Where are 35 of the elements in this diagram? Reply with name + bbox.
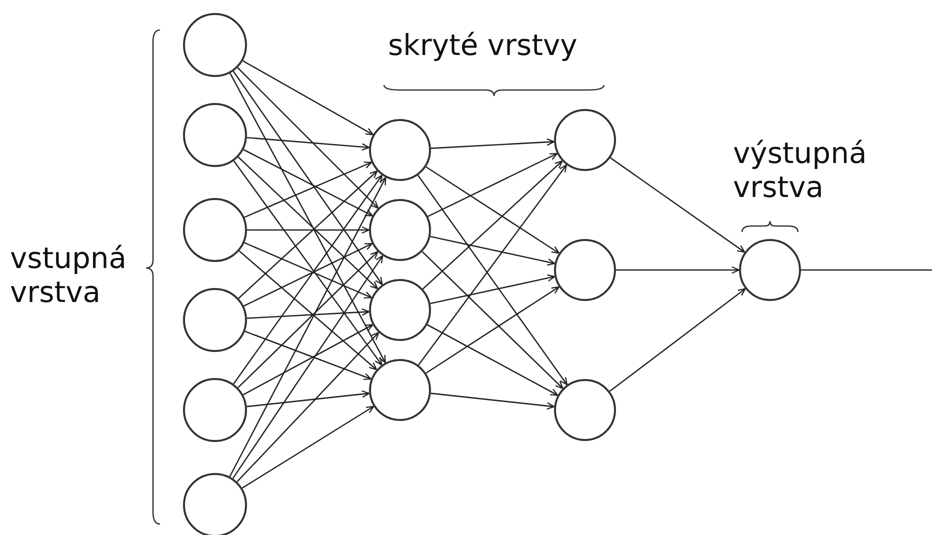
connector-arrow [430,392,555,410]
connector-arrow [232,255,384,479]
connector-arrow [244,162,372,218]
connector-arrow [422,160,563,290]
connector-arrow [426,286,560,374]
layer-label: vstupná vrstva [10,241,128,309]
connector-arrow [242,406,374,489]
connector-arrow [247,226,370,234]
connector-arrow [237,67,379,209]
connector-arrow [430,138,555,149]
connector-arrow [242,60,374,136]
connector-arrow [430,236,556,266]
connector-arrow [238,170,378,299]
connector-arrow [426,166,560,254]
layer-label: výstupná vrstva [733,136,868,204]
connector-arrow [246,136,370,151]
connector-arrow [426,324,558,396]
connector-arrow [232,70,383,286]
connector-arrow [229,176,386,477]
connector-arrow [609,288,746,392]
connector-arrow [236,332,380,482]
connector-arrow [422,251,564,389]
connector-arrow [430,274,556,304]
connector-arrow [610,157,746,253]
connector-arrow [238,250,378,370]
connector-arrow [616,266,740,274]
connector-arrow [237,251,378,388]
connector-arrow [230,72,386,364]
connector-arrow [246,390,370,408]
connector-arrow [246,308,370,319]
layer-label: skryté vrstvy [388,28,578,62]
connector-arrow [242,324,374,396]
connector-arrow [428,152,558,218]
connector-arrow [243,149,373,216]
connector-arrow [238,156,378,290]
